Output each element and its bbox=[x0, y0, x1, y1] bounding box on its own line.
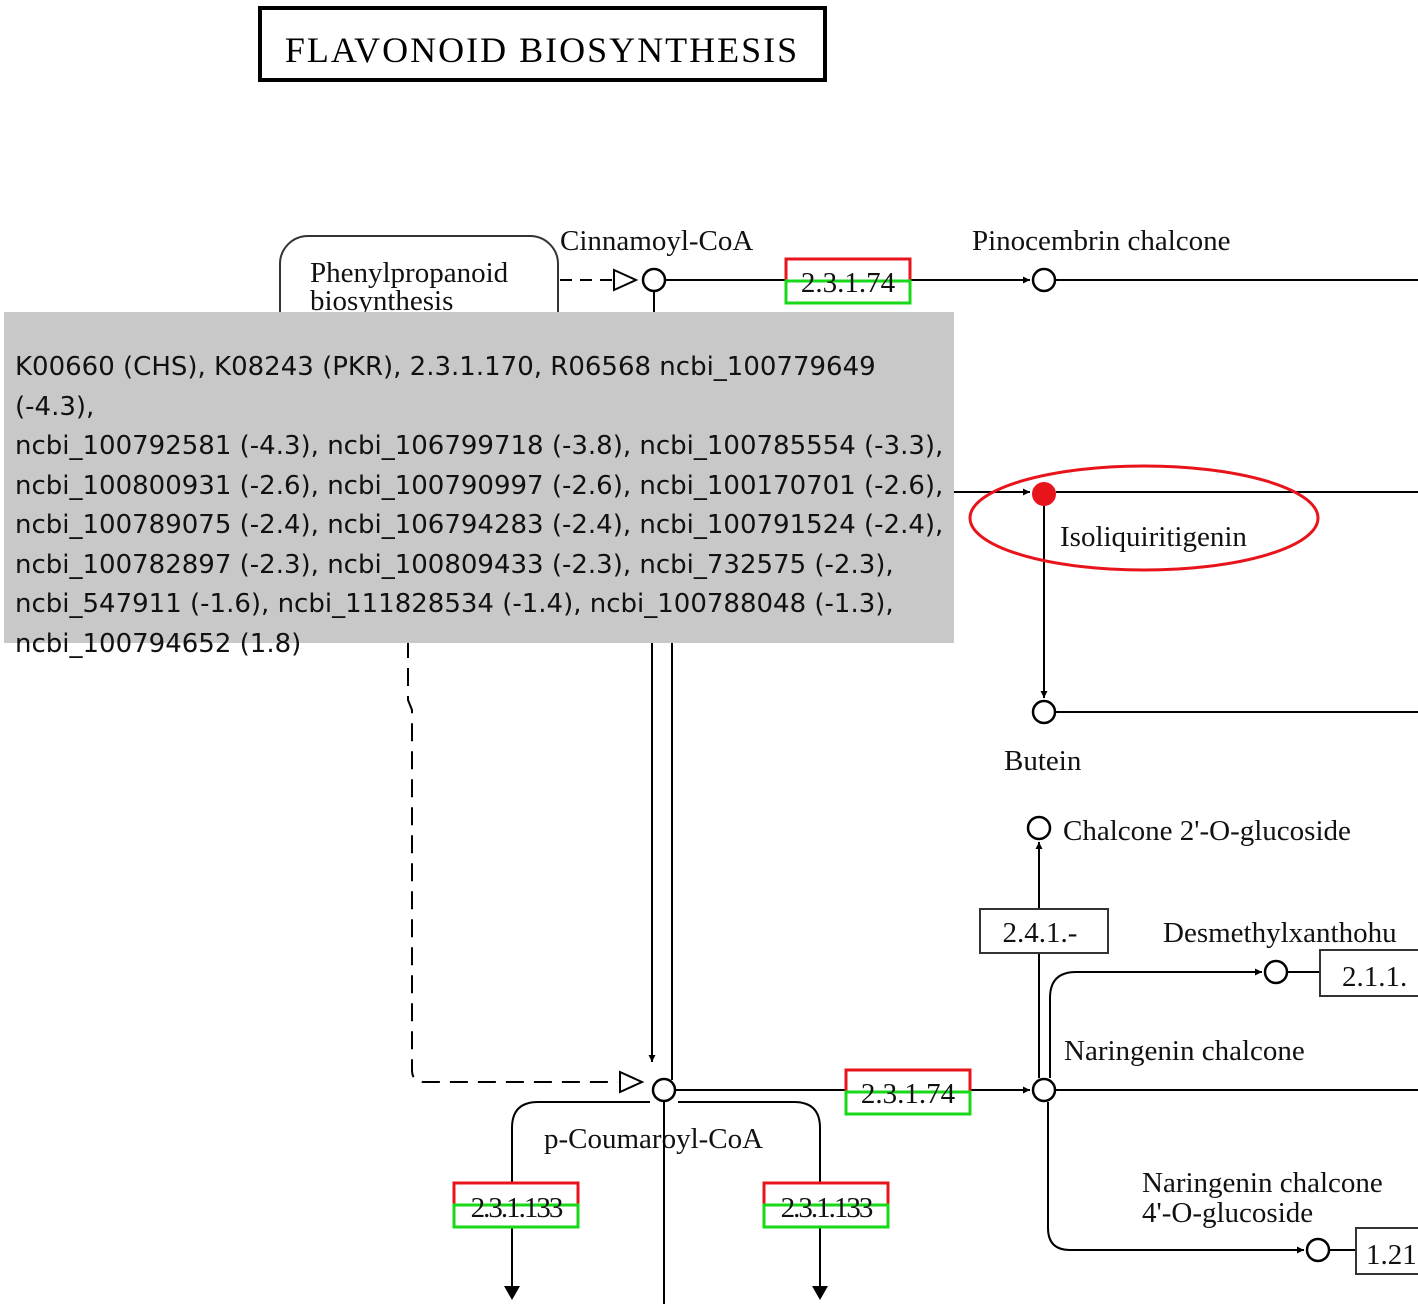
ec-box-right-bottom[interactable]: 2.3.1.133 bbox=[762, 1181, 890, 1229]
ec-box-left-bottom[interactable]: 2.3.1.133 bbox=[452, 1181, 580, 1229]
label-cinnamoyl-coa: Cinnamoyl-CoA bbox=[560, 225, 753, 257]
ec-label-left-bottom: 2.3.1.133 bbox=[471, 1192, 563, 1224]
edge-to-desmethylxanthohumol bbox=[1049, 968, 1262, 1078]
node-pinocembrin-chalcone[interactable] bbox=[1031, 267, 1057, 293]
arrow-left-branch bbox=[504, 1286, 520, 1300]
label-isoliquiritigenin: Isoliquiritigenin bbox=[1060, 521, 1247, 553]
label-butein: Butein bbox=[1004, 745, 1082, 777]
ec-label-mid: 2.3.1.74 bbox=[861, 1078, 956, 1110]
label-naringenin-glucoside-1: Naringenin chalcone bbox=[1142, 1167, 1383, 1199]
label-desmethylxanthohumol: Desmethylxanthohu bbox=[1163, 917, 1397, 949]
open-arrow-bottom bbox=[619, 1070, 645, 1094]
node-naringenin-chalcone[interactable] bbox=[1031, 1077, 1057, 1103]
page-title: FLAVONOID BIOSYNTHESIS bbox=[285, 30, 799, 70]
ec-box-top[interactable]: 2.3.1.74 bbox=[784, 257, 912, 305]
node-naringenin-4-o-glucoside[interactable] bbox=[1305, 1237, 1331, 1263]
node-desmethylxanthohumol[interactable] bbox=[1263, 959, 1289, 985]
pathway-link-label-1: Phenylpropanoid bbox=[310, 257, 509, 289]
ec-label-edge: 1.21 bbox=[1366, 1239, 1417, 1271]
dashed-link-bottom bbox=[407, 640, 618, 1083]
title-box: FLAVONOID BIOSYNTHESIS bbox=[258, 6, 827, 82]
edge-coumaroyl-left-branch bbox=[511, 1101, 650, 1290]
label-naringenin-chalcone: Naringenin chalcone bbox=[1064, 1035, 1305, 1067]
ec-box-edge[interactable]: 1.21 bbox=[1355, 1227, 1418, 1275]
ec-label-right-bottom: 2.3.1.133 bbox=[781, 1192, 873, 1224]
ec-box-glucosyl[interactable]: 2.4.1.- bbox=[979, 908, 1109, 954]
label-pinocembrin-chalcone: Pinocembrin chalcone bbox=[972, 225, 1231, 257]
ec-box-methyl[interactable]: 2.1.1. bbox=[1319, 949, 1418, 997]
node-p-coumaroyl-coa[interactable] bbox=[651, 1077, 677, 1103]
edge-to-naringenin-4-glucoside bbox=[1047, 1102, 1304, 1254]
arrow-right-branch bbox=[812, 1286, 828, 1300]
ec-label-glucosyl: 2.4.1.- bbox=[1003, 917, 1078, 949]
gene-tooltip: K00660 (CHS), K08243 (PKR), 2.3.1.170, R… bbox=[4, 312, 954, 659]
open-arrow-top bbox=[613, 268, 639, 292]
node-isoliquiritigenin[interactable] bbox=[1032, 482, 1056, 506]
ec-box-mid[interactable]: 2.3.1.74 bbox=[844, 1068, 972, 1116]
label-chalcone-2-o-glucoside: Chalcone 2'-O-glucoside bbox=[1063, 815, 1351, 847]
label-naringenin-glucoside-2: 4'-O-glucoside bbox=[1142, 1197, 1313, 1229]
ec-label-methyl: 2.1.1. bbox=[1342, 961, 1407, 993]
node-chalcone-2-o-glucoside[interactable] bbox=[1026, 815, 1052, 841]
label-p-coumaroyl-coa: p-Coumaroyl-CoA bbox=[544, 1123, 763, 1155]
node-butein[interactable] bbox=[1031, 699, 1057, 725]
highlight-ellipse bbox=[968, 464, 1320, 572]
edge-coumaroyl-right-branch bbox=[678, 1101, 821, 1290]
pathway-link-label-2: biosynthesis bbox=[310, 285, 453, 317]
node-cinnamoyl-coa[interactable] bbox=[641, 267, 667, 293]
ec-label-top: 2.3.1.74 bbox=[801, 267, 896, 299]
